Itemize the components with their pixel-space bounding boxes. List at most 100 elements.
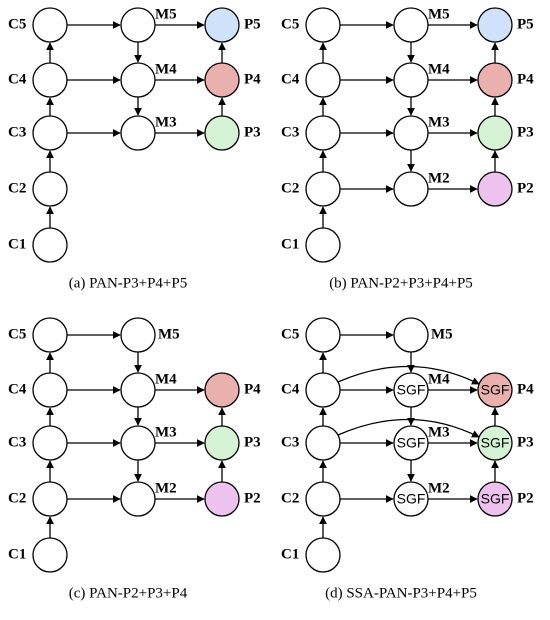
backbone-node-c2 bbox=[305, 171, 341, 207]
backbone-label-c1: C1 bbox=[8, 546, 26, 562]
backbone-node-c2 bbox=[305, 481, 341, 517]
mid-label-m5: M5 bbox=[158, 326, 180, 342]
skip-connection-c4-p4 bbox=[337, 365, 480, 385]
backbone-node-c3 bbox=[305, 115, 341, 151]
sgf-module-text: SGF bbox=[397, 491, 426, 507]
mid-label-m4: M4 bbox=[428, 371, 450, 387]
mid-label-m5: M5 bbox=[431, 326, 453, 342]
mid-node-m3 bbox=[120, 115, 156, 151]
backbone-label-c1: C1 bbox=[281, 546, 299, 562]
backbone-label-c4: C4 bbox=[8, 381, 27, 397]
sgf-module-text: SGF bbox=[397, 382, 426, 398]
output-label-p3: P3 bbox=[517, 124, 534, 140]
panel-caption: (c) PAN-P2+P3+P4 bbox=[69, 585, 188, 601]
output-label-p3: P3 bbox=[244, 124, 261, 140]
backbone-node-c2 bbox=[32, 481, 68, 517]
mid-label-m2: M2 bbox=[428, 480, 450, 496]
panel-caption: (a) PAN-P3+P4+P5 bbox=[69, 275, 187, 291]
backbone-label-c2: C2 bbox=[8, 490, 26, 506]
mid-node-m5 bbox=[393, 317, 429, 353]
output-node-p5 bbox=[204, 7, 240, 43]
output-node-p5 bbox=[477, 7, 513, 43]
sgf-module-text: SGF bbox=[481, 382, 510, 398]
backbone-label-c5: C5 bbox=[8, 16, 26, 32]
backbone-label-c2: C2 bbox=[281, 490, 299, 506]
mid-label-m3: M3 bbox=[428, 424, 450, 440]
backbone-node-c1 bbox=[32, 227, 68, 263]
backbone-label-c5: C5 bbox=[281, 16, 299, 32]
output-node-p4 bbox=[477, 372, 513, 408]
sgf-module-text: SGF bbox=[481, 491, 510, 507]
output-node-p2 bbox=[204, 481, 240, 517]
mid-label-m4: M4 bbox=[428, 61, 450, 77]
mid-label-m5: M5 bbox=[155, 6, 177, 22]
backbone-label-c5: C5 bbox=[281, 326, 299, 342]
backbone-node-c5 bbox=[305, 317, 341, 353]
mid-node-m3 bbox=[393, 425, 429, 461]
backbone-node-c5 bbox=[32, 7, 68, 43]
output-label-p5: P5 bbox=[244, 16, 261, 32]
mid-node-m4 bbox=[393, 372, 429, 408]
output-node-p4 bbox=[477, 62, 513, 98]
mid-label-m5: M5 bbox=[428, 6, 450, 22]
backbone-label-c3: C3 bbox=[281, 124, 299, 140]
output-label-p4: P4 bbox=[517, 381, 534, 397]
mid-node-m2 bbox=[393, 481, 429, 517]
mid-node-m2 bbox=[393, 171, 429, 207]
sgf-module-text: SGF bbox=[481, 435, 510, 451]
panel-caption: (b) PAN-P2+P3+P4+P5 bbox=[329, 275, 473, 291]
output-label-p3: P3 bbox=[517, 434, 534, 450]
output-label-p2: P2 bbox=[517, 180, 534, 196]
backbone-node-c5 bbox=[32, 317, 68, 353]
mid-node-m4 bbox=[120, 62, 156, 98]
mid-node-m3 bbox=[120, 425, 156, 461]
backbone-label-c5: C5 bbox=[8, 326, 26, 342]
output-node-p3 bbox=[204, 115, 240, 151]
output-node-p4 bbox=[204, 372, 240, 408]
output-node-p3 bbox=[204, 425, 240, 461]
backbone-label-c2: C2 bbox=[281, 180, 299, 196]
backbone-node-c2 bbox=[32, 171, 68, 207]
backbone-node-c1 bbox=[305, 227, 341, 263]
backbone-node-c4 bbox=[305, 372, 341, 408]
backbone-node-c1 bbox=[305, 537, 341, 573]
backbone-label-c1: C1 bbox=[281, 236, 299, 252]
backbone-node-c4 bbox=[32, 62, 68, 98]
output-label-p3: P3 bbox=[244, 434, 261, 450]
output-node-p3 bbox=[477, 425, 513, 461]
backbone-node-c1 bbox=[32, 537, 68, 573]
mid-label-m2: M2 bbox=[155, 480, 177, 496]
output-node-p2 bbox=[477, 481, 513, 517]
output-node-p4 bbox=[204, 62, 240, 98]
backbone-label-c3: C3 bbox=[8, 124, 26, 140]
mid-label-m3: M3 bbox=[155, 424, 177, 440]
backbone-label-c4: C4 bbox=[8, 71, 27, 87]
skip-connection-c3-p3 bbox=[337, 418, 480, 438]
mid-node-m4 bbox=[393, 62, 429, 98]
output-label-p5: P5 bbox=[517, 16, 534, 32]
output-node-p3 bbox=[477, 115, 513, 151]
output-label-p2: P2 bbox=[244, 490, 261, 506]
sgf-module-text: SGF bbox=[397, 435, 426, 451]
panel-caption: (d) SSA-PAN-P3+P4+P5 bbox=[325, 585, 477, 601]
backbone-label-c4: C4 bbox=[281, 381, 300, 397]
backbone-node-c3 bbox=[32, 115, 68, 151]
backbone-node-c5 bbox=[305, 7, 341, 43]
mid-node-m4 bbox=[120, 372, 156, 408]
output-label-p4: P4 bbox=[517, 71, 534, 87]
backbone-label-c1: C1 bbox=[8, 236, 26, 252]
mid-label-m4: M4 bbox=[155, 371, 177, 387]
mid-label-m3: M3 bbox=[428, 114, 450, 130]
output-node-p2 bbox=[477, 171, 513, 207]
mid-node-m5 bbox=[393, 7, 429, 43]
mid-node-m2 bbox=[120, 481, 156, 517]
backbone-label-c3: C3 bbox=[281, 434, 299, 450]
mid-node-m5 bbox=[120, 317, 156, 353]
backbone-label-c3: C3 bbox=[8, 434, 26, 450]
output-label-p2: P2 bbox=[517, 490, 534, 506]
backbone-node-c4 bbox=[32, 372, 68, 408]
backbone-label-c2: C2 bbox=[8, 180, 26, 196]
mid-label-m4: M4 bbox=[155, 61, 177, 77]
mid-node-m5 bbox=[120, 7, 156, 43]
